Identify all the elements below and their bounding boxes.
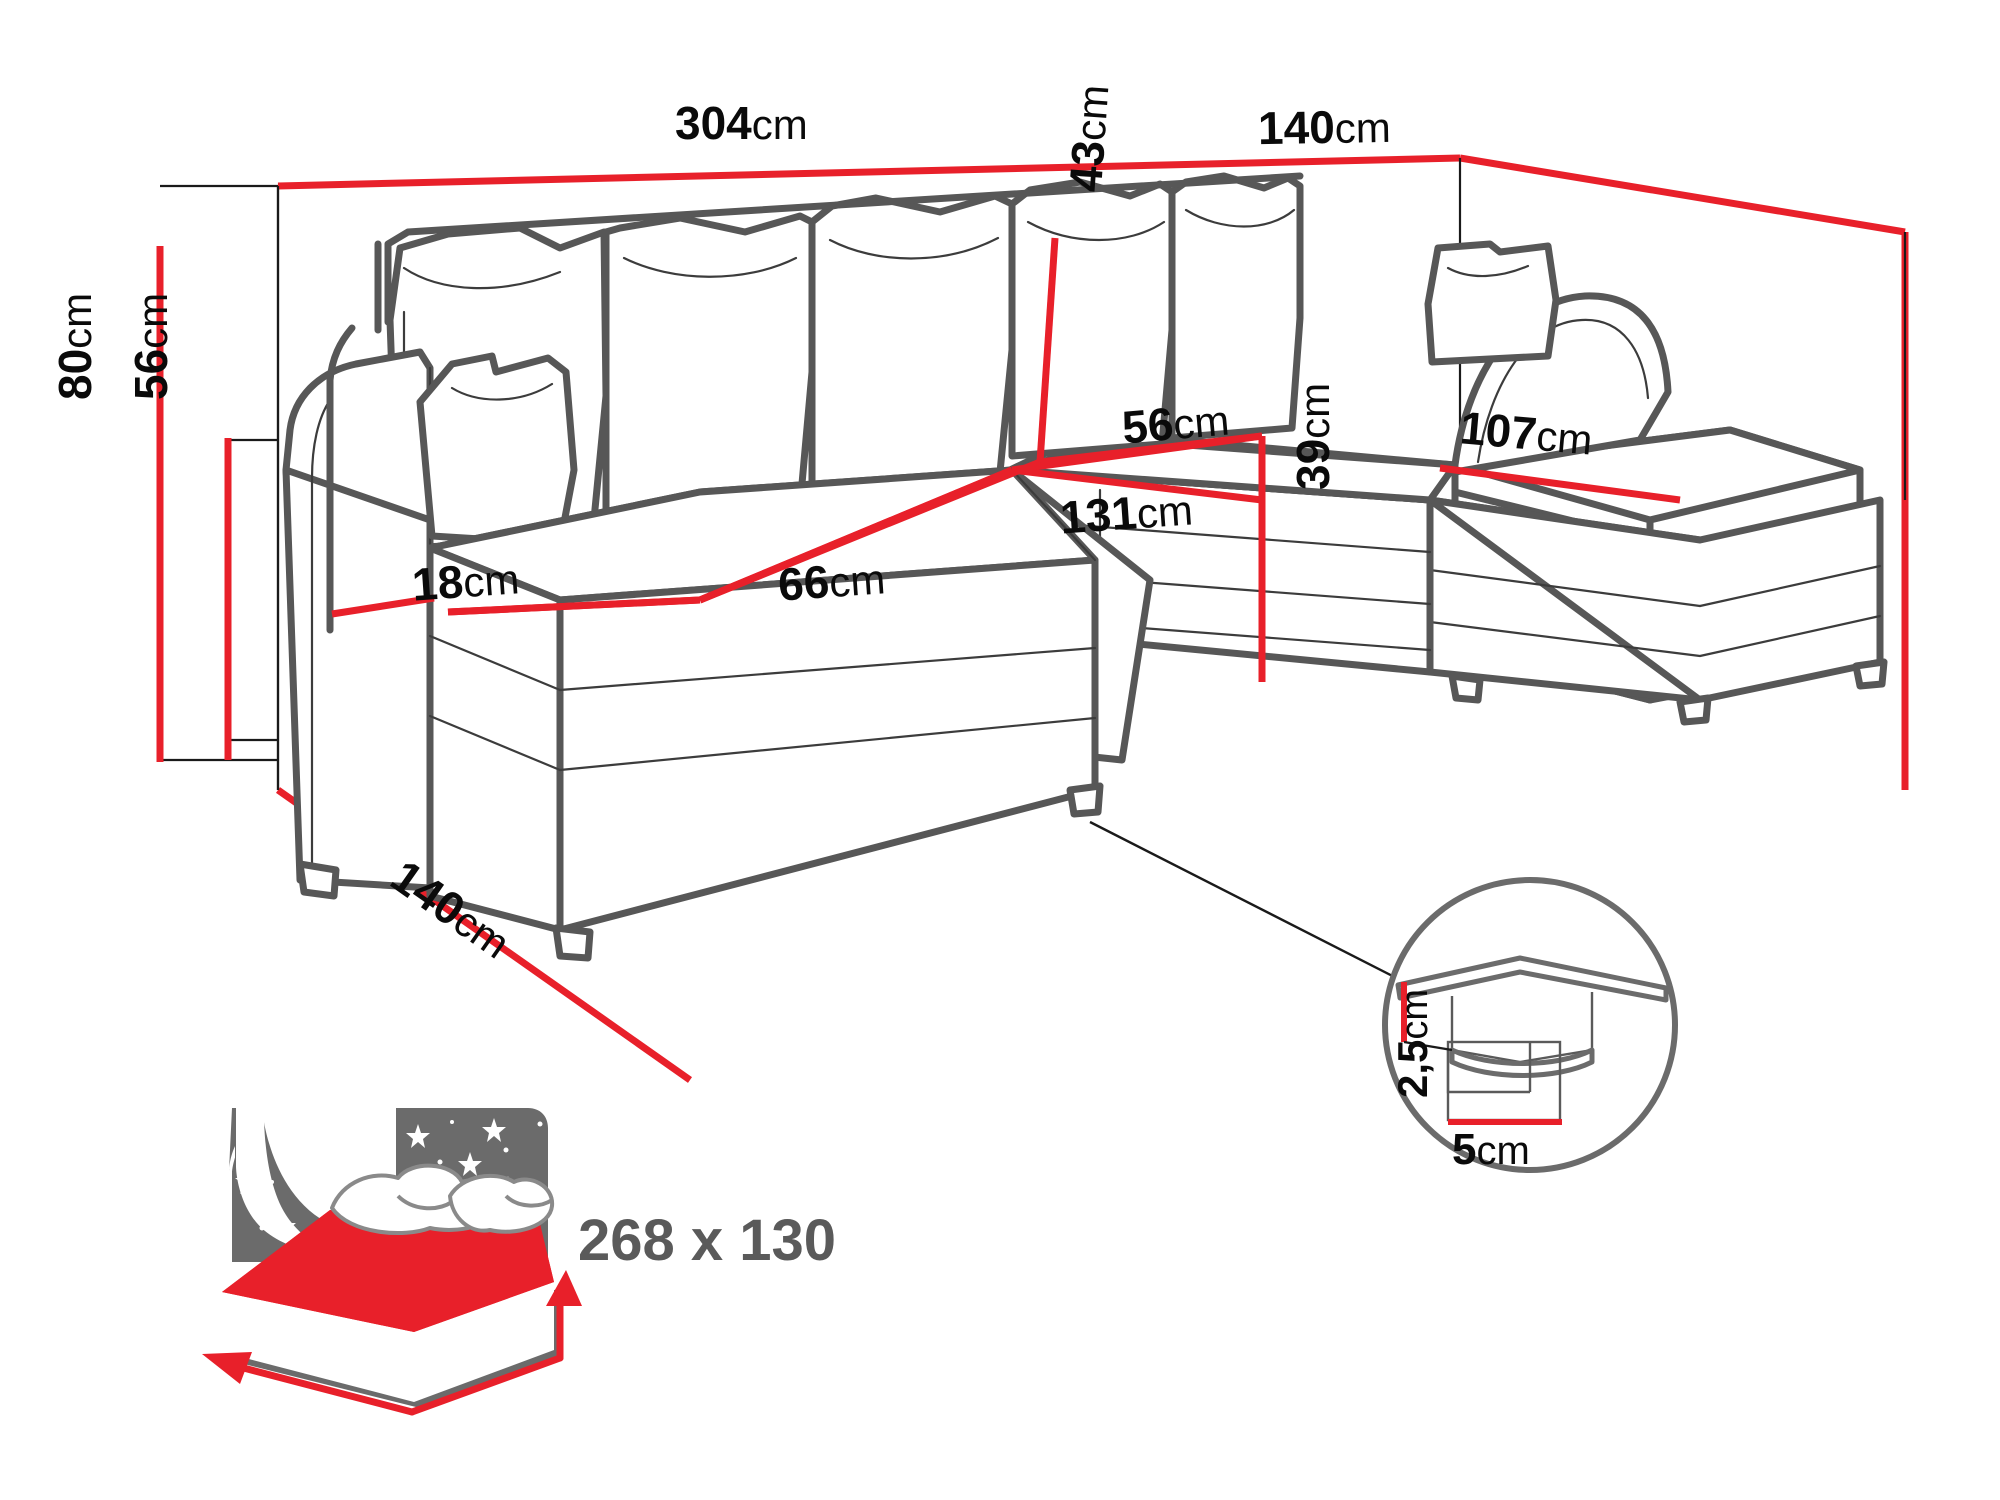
detail-leader-line xyxy=(1089,820,1421,992)
sofa-illustration xyxy=(282,172,1888,962)
sleeping-area-icon xyxy=(202,1108,582,1416)
dim-label-back-height: 56cm xyxy=(125,292,177,400)
dim-label-seat-height: 39cm xyxy=(1287,382,1339,490)
dim-label-total-depth-right: 140cm xyxy=(1257,100,1392,155)
dim-label-foot-width: 5cm xyxy=(1452,1125,1530,1174)
dim-label-backrest-height: 43cm xyxy=(1059,83,1118,194)
extension-lines xyxy=(160,184,280,790)
dim-label-corner-width: 131cm xyxy=(1058,486,1195,544)
dim-label-total-height: 80cm xyxy=(49,292,101,400)
foot-detail-circle xyxy=(1382,877,1678,1173)
red-dimension-lines xyxy=(331,237,1681,682)
dim-label-seat-depth: 56cm xyxy=(1119,396,1232,454)
dim-label-total-width: 304cm xyxy=(675,97,808,149)
dim-label-foot-height: 2,5cm xyxy=(1389,988,1436,1098)
sleeping-area-label: 268 x 130 xyxy=(578,1208,837,1273)
dim-label-armrest-width: 18cm xyxy=(410,555,521,611)
dim-label-seat-width: 66cm xyxy=(776,555,887,611)
